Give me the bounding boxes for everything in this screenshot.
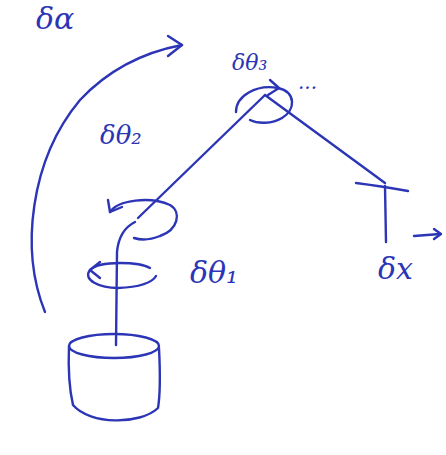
rotation-arrow	[236, 87, 292, 123]
base-top	[69, 334, 159, 358]
base-body	[69, 346, 160, 420]
motion-label: δα	[36, 4, 74, 34]
motion-label: δx	[378, 254, 413, 284]
arrowhead	[108, 200, 122, 212]
rotation-arrow	[88, 263, 156, 288]
motion-arrow	[32, 45, 182, 312]
link-3	[265, 95, 385, 183]
end-effector-bar	[356, 183, 408, 191]
link-2	[138, 95, 265, 218]
joint-label: δθ₃	[232, 52, 267, 74]
continuation-mark: ...	[298, 72, 317, 92]
link-1	[116, 222, 135, 345]
joint-label: δθ₂	[100, 122, 142, 148]
motion-arrow	[414, 234, 440, 236]
arrowhead	[434, 229, 441, 239]
arrowhead	[268, 80, 279, 95]
joint-label: δθ₁	[190, 258, 238, 288]
rotation-arrow	[110, 200, 177, 239]
end-effector-stem	[385, 186, 386, 242]
arrowhead	[90, 262, 100, 278]
arrowhead	[168, 36, 182, 56]
